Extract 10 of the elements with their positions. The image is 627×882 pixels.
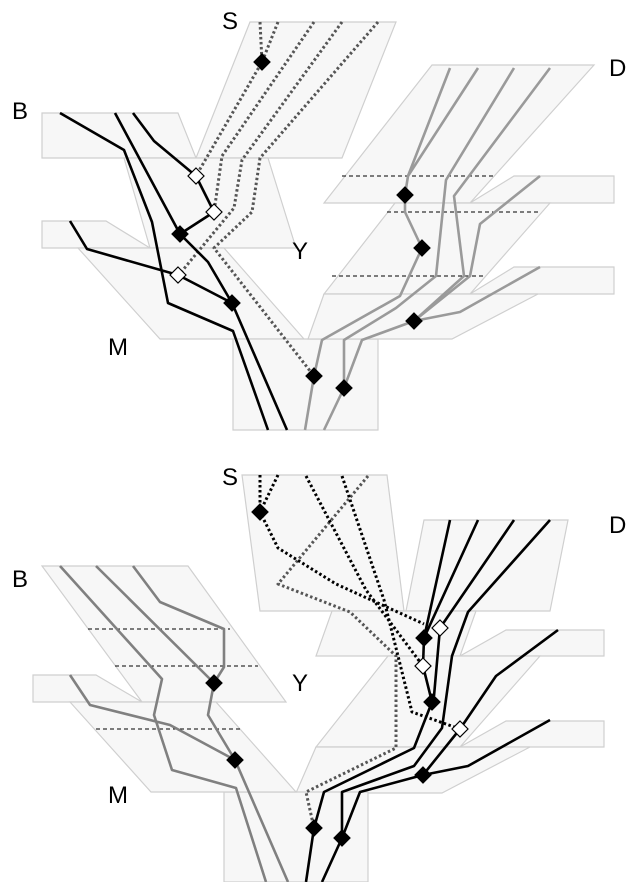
species-label: M [108, 784, 128, 808]
species-label: D [609, 57, 626, 81]
species-label: M [108, 336, 128, 360]
species-label: Y [292, 240, 308, 264]
species-label: S [222, 466, 238, 490]
species-label: B [12, 568, 28, 592]
species-label: Y [292, 672, 308, 696]
species-label: D [609, 514, 626, 538]
species-label: B [12, 100, 28, 124]
species-label: S [222, 10, 238, 34]
